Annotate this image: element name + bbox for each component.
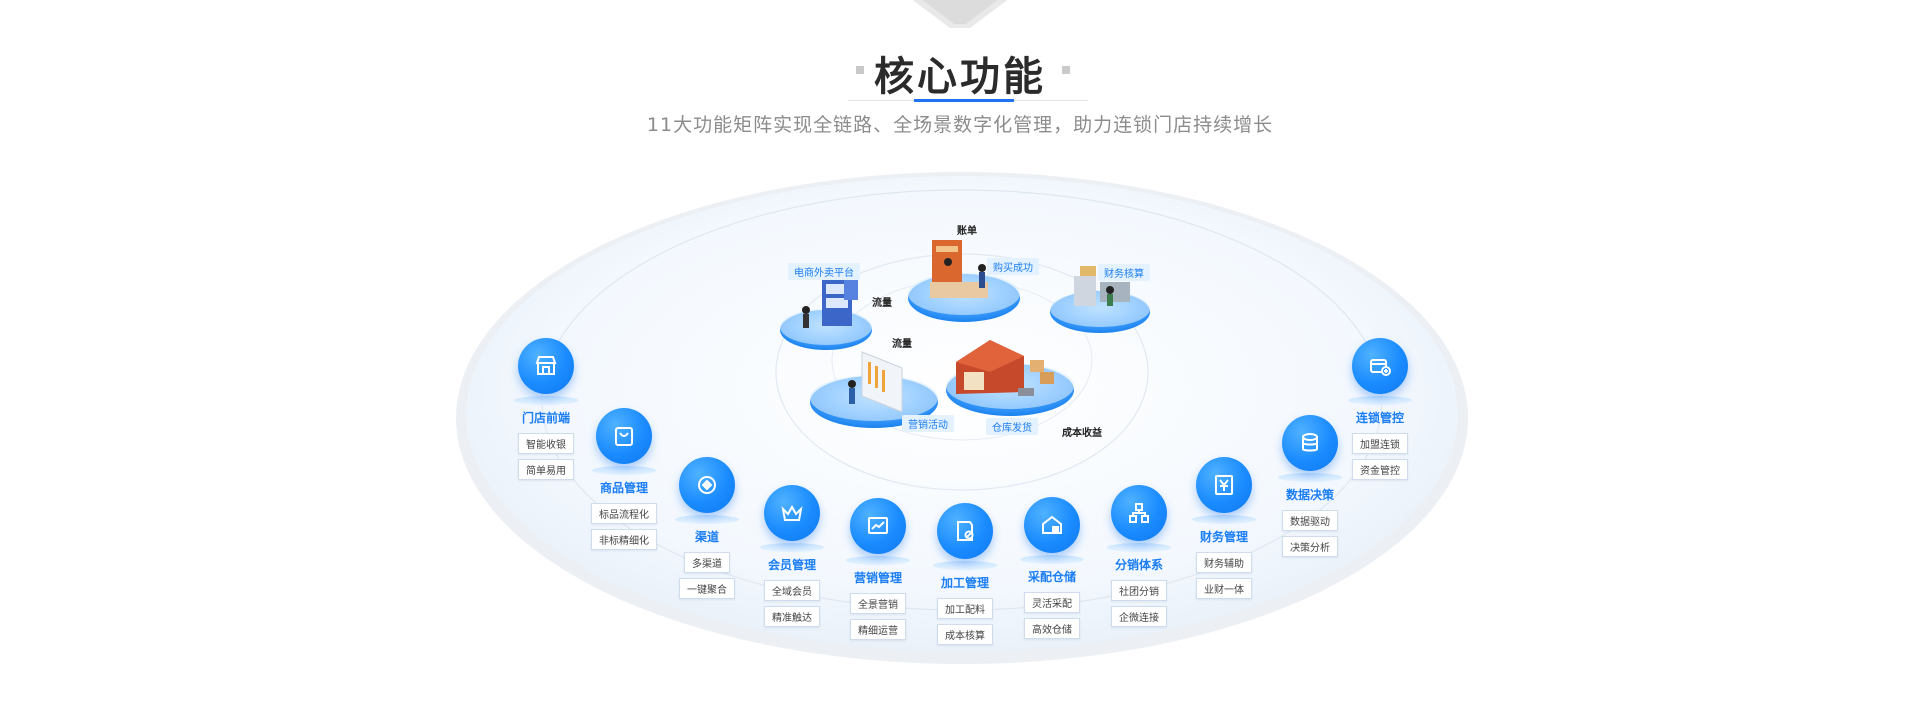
module-title: 会员管理: [767, 558, 816, 572]
module-tag: 灵活采配: [1024, 592, 1080, 613]
module-title: 门店前端: [521, 411, 570, 425]
cost-benefit-label: 成本收益: [1062, 428, 1102, 439]
channel-icon: [679, 457, 735, 513]
module-marketing-management[interactable]: 营销管理 全景营销 精细运营: [823, 498, 933, 640]
shop-scene: [908, 240, 1020, 322]
chart-icon: [850, 498, 906, 554]
chain-icon: [1352, 338, 1408, 394]
crown-icon: [764, 485, 820, 541]
module-tag: 非标精细化: [591, 529, 657, 550]
module-title: 营销管理: [853, 571, 902, 585]
module-tag: 标品流程化: [591, 503, 657, 524]
warehouse-scene: [946, 340, 1074, 416]
distribution-icon: [1111, 485, 1167, 541]
marketing-activity-tag: 营销活动: [902, 415, 954, 432]
module-title: 财务管理: [1199, 530, 1248, 544]
warehouse-icon: [1024, 497, 1080, 553]
module-tag: 简单易用: [518, 459, 574, 480]
module-tag: 资金管控: [1352, 459, 1408, 480]
title-accent-bar: [914, 99, 1014, 102]
icon-pedestal: [592, 466, 656, 475]
module-financial-management[interactable]: 财务管理 财务辅助 业财一体: [1169, 457, 1279, 599]
module-title: 采配仓储: [1027, 570, 1076, 584]
module-procurement-warehouse[interactable]: 采配仓储 灵活采配 高效仓储: [997, 497, 1107, 639]
module-distribution-system[interactable]: 分销体系 社团分销 企微连接: [1084, 485, 1194, 627]
top-notch-decoration: [912, 0, 1008, 28]
module-store-frontend[interactable]: 门店前端 智能收银 简单易用: [491, 338, 601, 480]
traffic-label-2: 流量: [892, 339, 912, 350]
title-right-dot: [1062, 66, 1070, 74]
module-tag: 加盟连锁: [1352, 433, 1408, 454]
icon-pedestal: [1278, 473, 1342, 482]
title-left-dot: [856, 66, 864, 74]
module-chain-control[interactable]: 连锁管控 加盟连锁 资金管控: [1325, 338, 1435, 480]
module-tag: 高效仓储: [1024, 618, 1080, 639]
module-tag: 多渠道: [684, 552, 730, 573]
module-tag: 智能收银: [518, 433, 574, 454]
icon-pedestal: [1348, 396, 1412, 405]
bill-label: 账单: [957, 226, 977, 237]
icon-pedestal: [760, 543, 824, 552]
processing-icon: [937, 503, 993, 559]
module-tag: 加工配料: [937, 598, 993, 619]
module-title: 加工管理: [940, 576, 989, 590]
module-tag: 精准触达: [764, 606, 820, 627]
module-product-management[interactable]: 商品管理 标品流程化 非标精细化: [569, 408, 679, 550]
module-title: 连锁管控: [1355, 411, 1404, 425]
module-tag: 一键聚合: [679, 578, 735, 599]
module-title: 分销体系: [1114, 558, 1163, 572]
module-member-management[interactable]: 会员管理 全域会员 精准触达: [737, 485, 847, 627]
module-processing-management[interactable]: 加工管理 加工配料 成本核算: [910, 503, 1020, 645]
module-data-decision[interactable]: 数据决策 数据驱动 决策分析: [1255, 415, 1365, 557]
module-channels[interactable]: 渠道 多渠道 一键聚合: [652, 457, 762, 599]
section-header: 核心功能: [0, 44, 1920, 102]
icon-pedestal: [514, 396, 578, 405]
module-tag: 全景营销: [850, 593, 906, 614]
module-tag: 决策分析: [1282, 536, 1338, 557]
warehouse-shipping-tag: 仓库发货: [986, 418, 1038, 435]
database-icon: [1282, 415, 1338, 471]
icon-pedestal: [1020, 555, 1084, 564]
page-title: 核心功能: [874, 54, 1046, 100]
store-icon: [518, 338, 574, 394]
module-tag: 企微连接: [1111, 606, 1167, 627]
module-tag: 数据驱动: [1282, 510, 1338, 531]
module-title: 商品管理: [599, 481, 648, 495]
icon-pedestal: [1192, 515, 1256, 524]
icon-pedestal: [846, 556, 910, 565]
finance-icon: [1196, 457, 1252, 513]
ecommerce-tag: 电商外卖平台: [788, 263, 860, 280]
module-tag: 社团分销: [1111, 580, 1167, 601]
traffic-label-1: 流量: [872, 298, 892, 309]
shopping-bag-icon: [596, 408, 652, 464]
icon-pedestal: [675, 515, 739, 524]
finance-accounting-tag: 财务核算: [1098, 264, 1150, 281]
module-tag: 全域会员: [764, 580, 820, 601]
icon-pedestal: [1107, 543, 1171, 552]
module-title: 数据决策: [1285, 488, 1334, 502]
page-subtitle: 11大功能矩阵实现全链路、全场景数字化管理，助力连锁门店持续增长: [646, 114, 1274, 136]
icon-pedestal: [933, 561, 997, 570]
module-tag: 精细运营: [850, 619, 906, 640]
finance-scene: [1050, 266, 1150, 333]
module-title: 渠道: [694, 530, 719, 544]
module-tag: 成本核算: [937, 624, 993, 645]
module-tag: 财务辅助: [1196, 552, 1252, 573]
purchase-success-tag: 购买成功: [987, 258, 1039, 275]
module-tag: 业财一体: [1196, 578, 1252, 599]
